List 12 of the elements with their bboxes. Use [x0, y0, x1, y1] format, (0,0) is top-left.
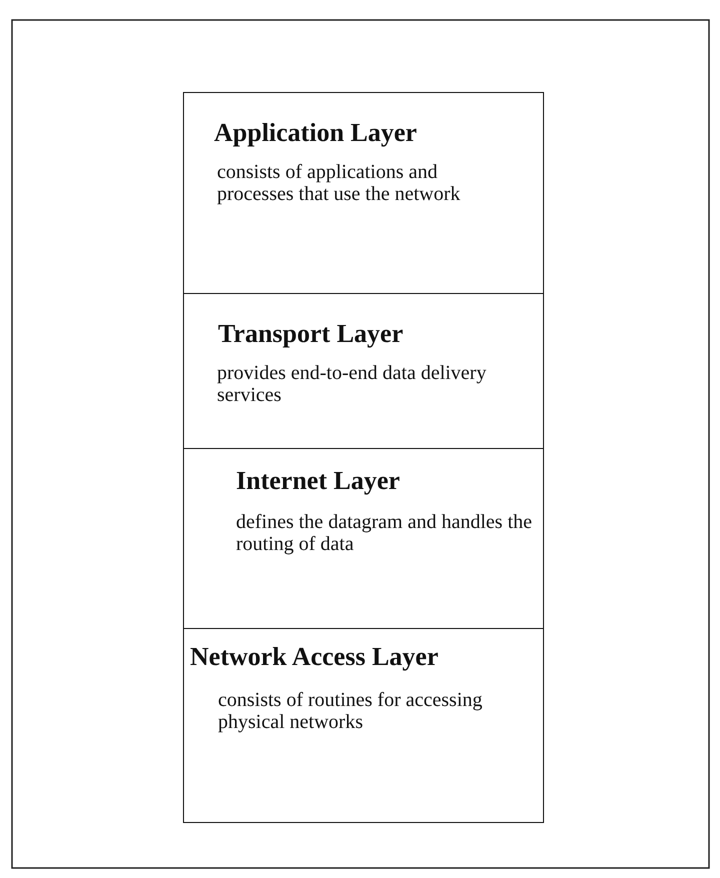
layer-box — [183, 92, 544, 294]
layer-description: defines the datagram and handles the routing of data — [236, 511, 533, 556]
layer-box — [183, 293, 544, 449]
layer-description: consists of routines for accessing physical networks — [218, 689, 484, 734]
layer-title: Internet Layer — [236, 467, 400, 496]
layer-box — [183, 448, 544, 629]
layer-description: consists of applications and processes that use the network — [217, 161, 462, 206]
layer-title: Transport Layer — [218, 320, 404, 349]
layer-title: Network Access Layer — [190, 643, 438, 672]
layer-box — [183, 628, 544, 823]
layer-description: provides end-to-end data delivery services — [217, 362, 488, 407]
layer-title: Application Layer — [214, 119, 417, 148]
